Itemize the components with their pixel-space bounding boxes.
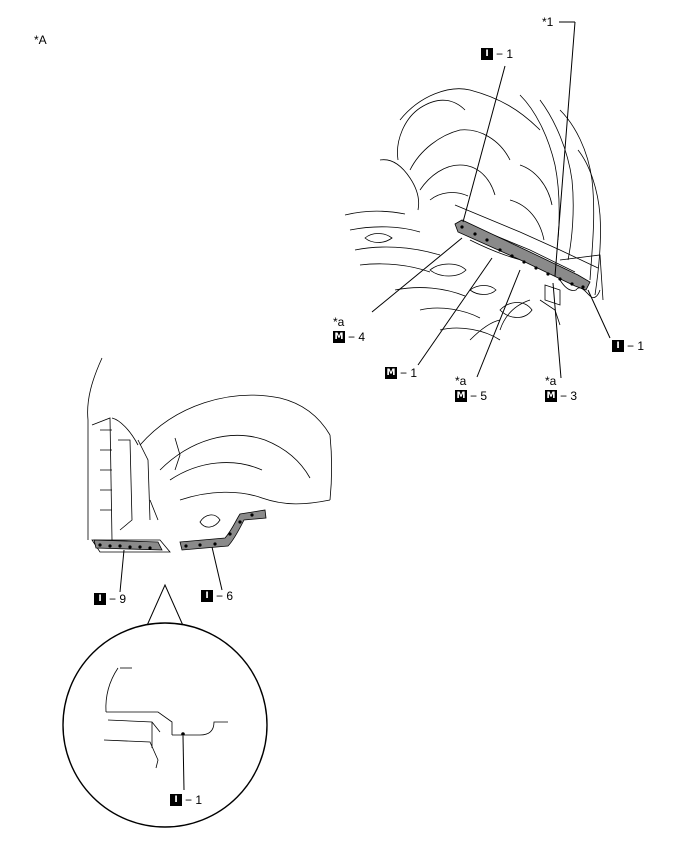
callout-number: − 5 — [470, 389, 488, 403]
badge-i: I — [481, 48, 493, 60]
badge-i: I — [170, 794, 182, 806]
callout-star: *a — [333, 315, 345, 329]
callout-number: − 9 — [109, 592, 127, 606]
badge-i: I — [612, 340, 624, 352]
badge-i: I — [94, 593, 106, 605]
view-label: *A — [34, 33, 47, 47]
callout-star: *a — [455, 374, 467, 388]
callout-star-1: *1 — [542, 15, 554, 29]
lower-leader-lines — [119, 546, 223, 593]
upper-body-panel-drawing — [344, 88, 604, 341]
callout-sealer-i1-top: I − 1 — [481, 48, 513, 60]
callout-sealer-m4: *a M − 4 — [333, 316, 365, 343]
upper-leader-lines — [371, 21, 611, 379]
badge-i: I — [201, 590, 213, 602]
callout-number: − 1 — [627, 339, 645, 353]
callout-number: − 1 — [185, 793, 203, 807]
badge-m: M — [455, 390, 467, 402]
callout-number: − 1 — [496, 47, 514, 61]
badge-m: M — [333, 331, 345, 343]
detail-magnifier — [62, 583, 268, 828]
callout-sealer-m3: *a M − 3 — [545, 375, 577, 402]
badge-m: M — [545, 390, 557, 402]
badge-m: M — [385, 367, 397, 379]
callout-sealer-i9: I − 9 — [94, 593, 126, 605]
callout-number: − 3 — [560, 389, 578, 403]
callout-sealer-m5: *a M − 5 — [455, 375, 487, 402]
lower-wheelhouse-drawing — [87, 357, 332, 553]
callout-number: − 4 — [348, 330, 366, 344]
callout-sealer-m1: M − 1 — [385, 367, 417, 379]
callout-star: *a — [545, 374, 557, 388]
callout-sealer-i1-right: I − 1 — [612, 340, 644, 352]
callout-number: − 1 — [400, 366, 418, 380]
callout-sealer-i6: I − 6 — [201, 590, 233, 602]
callout-number: − 6 — [216, 589, 234, 603]
callout-sealer-i1-detail: I − 1 — [170, 794, 202, 806]
